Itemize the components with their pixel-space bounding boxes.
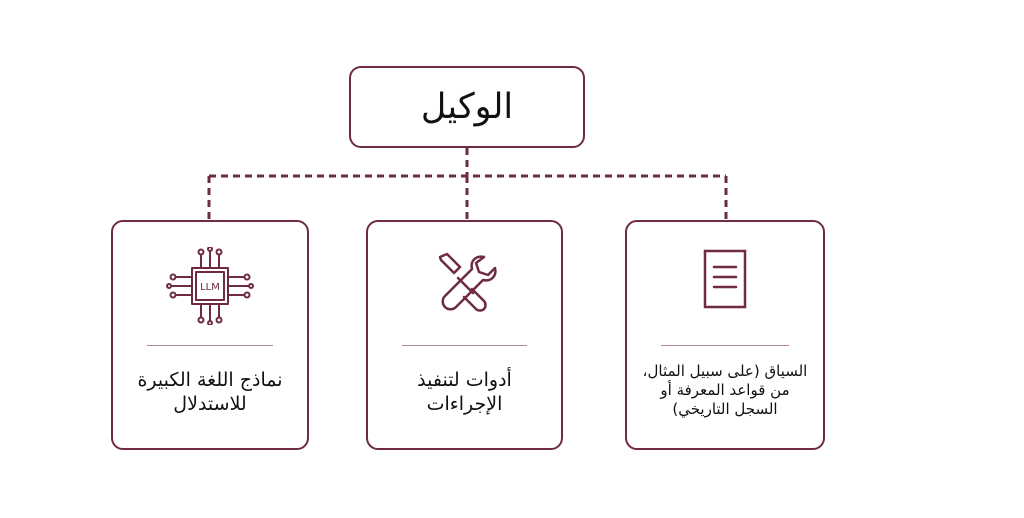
llm-title-line-2: للاستدلال	[173, 392, 247, 415]
tools-title-line-2: الإجراءات	[426, 392, 503, 415]
context-title-line-2: من قواعد المعرفة أو	[660, 381, 790, 400]
wrench-screwdriver-icon	[438, 252, 497, 312]
context-component-card: السياق (على سبيل المثال، من قواعد المعرف…	[625, 220, 825, 450]
agent-root-box: الوكيل	[349, 66, 585, 148]
context-title-line-1: السياق (على سبيل المثال،	[642, 362, 808, 380]
dashed-connectors	[207, 148, 728, 220]
context-title-line-3: السجل التاريخي)	[672, 400, 778, 419]
tools-component-card: أدوات لتنفيذ الإجراءات	[366, 220, 563, 450]
tools-title-line-1: أدوات لتنفيذ	[417, 369, 512, 391]
llm-card-divider	[147, 345, 273, 346]
llm-chip-icon: LLM	[166, 247, 254, 325]
context-card-divider	[661, 345, 789, 346]
llm-component-card: LLM نماذج اللغة الكبيرة للاستدلال	[111, 220, 309, 450]
tools-component-text: أدوات لتنفيذ الإجراءات	[380, 369, 549, 417]
llm-component-text: نماذج اللغة الكبيرة للاستدلال	[125, 369, 295, 417]
context-component-text: السياق (على سبيل المثال، من قواعد المعرف…	[639, 362, 811, 420]
llm-title-line-1: نماذج اللغة الكبيرة	[137, 369, 283, 391]
tools-card-divider	[402, 345, 527, 346]
llm-icon-label: LLM	[200, 282, 220, 293]
agent-title: الوكيل	[420, 86, 514, 127]
document-icon	[703, 249, 747, 309]
